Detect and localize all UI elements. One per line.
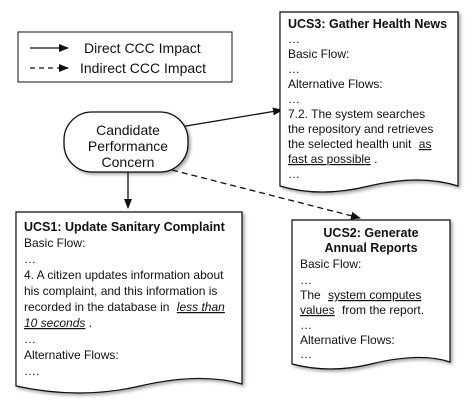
ucs1-emphasis: less than xyxy=(177,300,225,314)
ucs2-line: … xyxy=(300,318,312,332)
ucs3-period: . xyxy=(374,152,377,166)
ucs2-line: Basic Flow: xyxy=(300,257,361,271)
ucs2-line-text: from the report. xyxy=(342,303,424,317)
ucs3-document-shape xyxy=(279,11,459,193)
ucs3-title: UCS3: Gather Health News xyxy=(288,17,447,31)
ucs3-line: Alternative Flows: xyxy=(288,77,383,91)
ucs2-line: Alternative Flows: xyxy=(300,333,395,347)
ucs3-emphasis-as: as xyxy=(419,137,432,151)
ucs3-emphasis: fast as possible xyxy=(288,152,371,166)
legend-direct-label: Direct CCC Impact xyxy=(84,40,201,56)
candidate-performance-concern: Candidate Performance Concern xyxy=(63,111,189,173)
legend-box xyxy=(17,31,233,83)
ucs2-line-text: The xyxy=(300,288,321,302)
ucs3-line: … xyxy=(288,92,300,106)
legend-indirect-label: Indirect CCC Impact xyxy=(80,60,206,76)
ucs2-document: UCS2: Generate Annual Reports Basic Flow… xyxy=(291,219,451,370)
concern-line-1: Candidate xyxy=(96,122,160,138)
ucs1-line: recorded in the database in less than xyxy=(24,300,225,314)
ucs2-document-shape xyxy=(291,219,451,370)
ucs3-line: … xyxy=(288,32,300,46)
ucs1-line-text: recorded in the database in xyxy=(24,300,169,314)
ucs3-line: 7.2. The system searches xyxy=(288,107,425,121)
concern-shape xyxy=(63,111,189,173)
ucs3-document: UCS3: Gather Health News … Basic Flow: …… xyxy=(279,11,459,193)
ucs1-line: Alternative Flows: xyxy=(24,348,119,362)
ucs1-period: . xyxy=(89,316,92,330)
concern-line-3: Concern xyxy=(102,154,155,170)
ucs3-line: the selected health unit as xyxy=(288,137,431,151)
ucs1-document-shape xyxy=(15,211,243,394)
ucs2-line: … xyxy=(300,273,312,287)
indirect-impact-arrow-ucs2 xyxy=(171,169,361,220)
ucs3-line: … xyxy=(288,62,300,76)
ucs1-emphasis: 10 seconds xyxy=(24,316,85,330)
ucs2-line: … xyxy=(300,347,312,361)
concern-line-2: Performance xyxy=(88,138,168,154)
ucs1-line: …. xyxy=(24,364,39,378)
ucs3-line: Basic Flow: xyxy=(288,47,349,61)
ucs1-line: his complaint, and this information is xyxy=(24,284,217,298)
ucs3-line: the repository and retrieves xyxy=(288,122,433,136)
ucs1-line: … xyxy=(24,252,36,266)
ucs2-emphasis: values xyxy=(300,303,335,317)
ucs1-line: Basic Flow: xyxy=(24,236,85,250)
ucs3-line: … xyxy=(288,167,300,181)
ucs1-line: 10 seconds . xyxy=(24,316,92,330)
legend: Direct CCC Impact Indirect CCC Impact xyxy=(17,31,233,83)
ucs1-title: UCS1: Update Sanitary Complaint xyxy=(24,220,226,234)
ucs3-line-text: the selected health unit xyxy=(288,137,412,151)
ucs1-document: UCS1: Update Sanitary Complaint Basic Fl… xyxy=(15,211,243,394)
ucs2-line: The system computes xyxy=(300,288,421,302)
ucs2-title-line-2: Annual Reports xyxy=(324,241,417,255)
ucs1-line: 4. A citizen updates information about xyxy=(24,268,224,282)
ucs3-line: fast as possible . xyxy=(288,152,377,166)
ucs1-line: … xyxy=(24,332,36,346)
ucs2-line: values from the report. xyxy=(300,303,424,317)
ucs2-title-line-1: UCS2: Generate xyxy=(323,226,418,240)
ucs2-emphasis: system computes xyxy=(328,288,421,302)
